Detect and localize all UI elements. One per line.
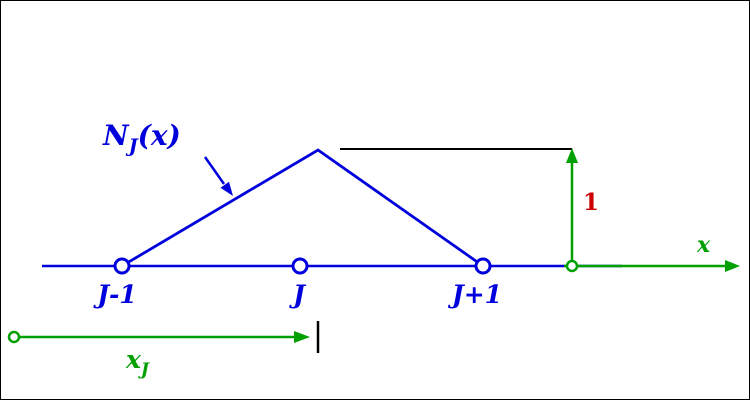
spacing-label-base: x — [125, 345, 142, 374]
spacing-origin-circle — [7, 330, 21, 344]
spacing-arrowhead — [294, 331, 310, 343]
node-marker-j-plus-1 — [474, 257, 492, 275]
function-label-arrow-line — [203, 156, 226, 185]
spacing-label-subscript: J — [138, 360, 150, 380]
hat-function-curve — [121, 148, 484, 268]
node-label-j-minus-1: J-1 — [93, 280, 137, 309]
x-axis-label: x — [696, 232, 711, 258]
unit-height-arrowhead — [566, 148, 578, 163]
node-marker-j — [291, 257, 309, 275]
function-label: NJ(x) — [102, 119, 181, 157]
x-axis-arrowhead — [725, 260, 740, 272]
unit-height-label: 1 — [583, 189, 599, 216]
axis-origin-circle — [565, 259, 579, 273]
node-label-j-plus-1: J+1 — [448, 280, 502, 309]
function-label-base: N — [102, 119, 130, 152]
function-label-args: (x) — [138, 119, 181, 152]
function-label-subscript: J — [126, 135, 140, 157]
node-label-j: J — [289, 280, 307, 309]
function-label-arrowhead — [220, 181, 233, 196]
node-marker-j-minus-1 — [113, 257, 131, 275]
spacing-label: xJ — [125, 345, 150, 380]
